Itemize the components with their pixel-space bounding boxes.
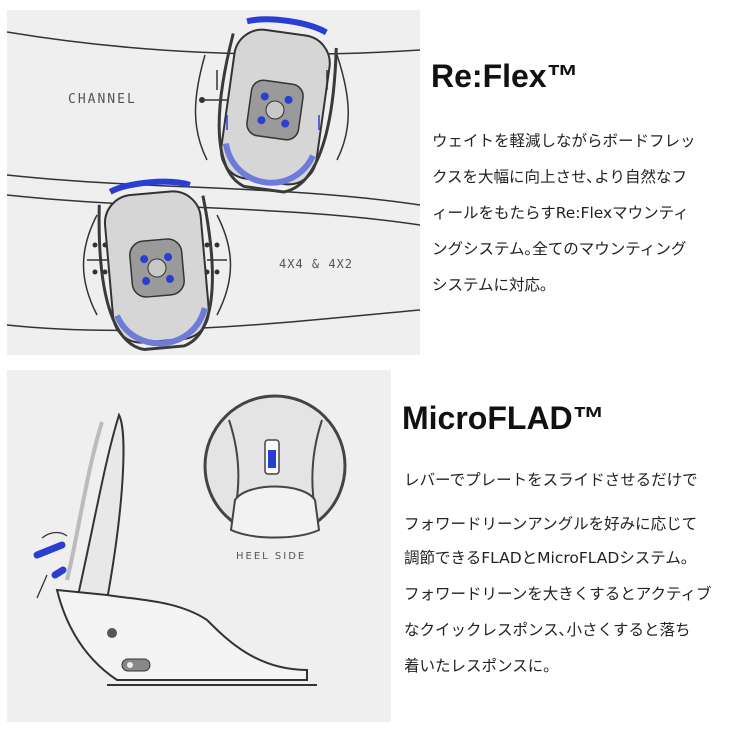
microflad-line: フォワードリーンを大きくするとアクティブ [404,585,712,603]
channel-binding [217,16,338,194]
microflad-line: フォワードリーンアングルを好みに応じて [404,515,698,533]
reflex-line: クスを大幅に向上させ､より自然なフ [432,168,687,186]
heel-side-label: HEEL SIDE [236,551,307,562]
channel-label: CHANNEL [68,92,137,107]
reflex-line: ングシステム｡全てのマウンティング [432,240,687,258]
reflex-line: システムに対応｡ [432,276,548,294]
microflad-illustration-panel: HEEL SIDE [7,370,391,722]
microflad-line: レバーでプレートをスライドさせるだけで [404,471,698,489]
microflad-title: MicroFLAD™ [402,400,605,436]
4x4-binding [97,178,214,351]
reflex-title: Re:Flex™ [431,58,579,94]
reflex-line: ウェイトを軽減しながらボードフレッ [432,132,696,150]
reflex-line: ィールをもたらすRe:Flexマウンティ [432,204,689,222]
microflad-line: 調節できるFLADとMicroFLADシステム｡ [404,549,689,567]
4x4-label: 4X4 & 4X2 [279,257,354,271]
reflex-illustration-panel: CHANNEL 4X4 & 4X2 [7,10,420,355]
microflad-illustration [33,394,347,686]
reflex-illustration [7,16,420,351]
microflad-line: 着いたレスポンスに｡ [404,657,551,675]
microflad-line: なクイックレスポンス､小さくすると落ち [404,621,691,639]
